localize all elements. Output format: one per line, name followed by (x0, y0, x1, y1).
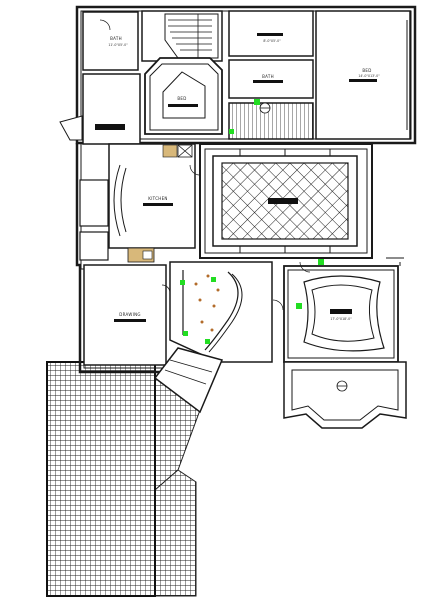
bed-1-label: BED (177, 96, 186, 101)
kitchen-label: KITCHEN (148, 196, 167, 201)
bed-2-label: BED (362, 68, 371, 73)
bath-1-dims: 11'-0"X5'-0" (108, 43, 128, 47)
paving-grid (46, 361, 201, 597)
drawing-label: DRAWING (119, 312, 141, 317)
main-stair (228, 99, 314, 140)
left-room (59, 73, 141, 145)
bath-1: BATH 11'-0"X5'-0" (82, 11, 139, 71)
planter-markers (194, 274, 220, 332)
bed-2: BED 14'-0"X13'-0" (315, 10, 411, 140)
door-swings (99, 19, 311, 311)
bed-1: BED (144, 57, 223, 135)
upper-center-dims: 8'-0"X5'-0" (263, 39, 281, 43)
bath-2-label: BATH (262, 74, 274, 79)
spiral-stair (141, 10, 223, 62)
kitchen: KITCHEN (79, 143, 196, 263)
bed-2-dims: 14'-0"X13'-0" (358, 74, 380, 78)
front-veranda (283, 361, 407, 429)
courtyard (199, 143, 373, 265)
bath-2: BATH (228, 59, 314, 99)
living-dims: 17'-0"X18'-0" (330, 317, 352, 321)
upper-center-room: 8'-0"X5'-0" (228, 10, 314, 57)
lobby (169, 261, 273, 363)
drawing-room: DRAWING (83, 264, 171, 366)
bath-1-label: BATH (110, 36, 122, 41)
living-room: 17'-0"X18'-0" (283, 257, 404, 363)
entrance-steps (153, 347, 224, 414)
